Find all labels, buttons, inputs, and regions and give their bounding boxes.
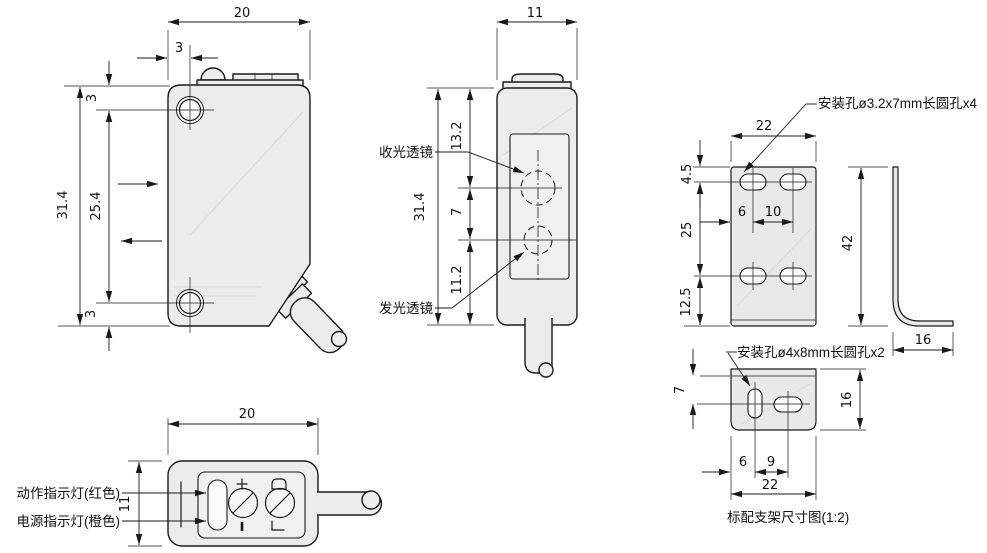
dark-on-mark [271,478,287,490]
label-emitter-lens: 发光透镜 [379,301,433,316]
caption-bracket: 标配支架尺寸图(1:2) [727,510,849,525]
dim-bracket-edge-hole: 6 [738,205,746,220]
bracket-side-profile [892,166,954,327]
side-view: 11 31.4 13.2 7 11.2 收光透镜 发光透镜 [379,6,578,378]
label-power-indicator: 电源指示灯(橙色) [17,513,121,529]
bottom-view: 20 11 动作指示灯(红色) 电源指示灯(橙色) [17,407,383,547]
label-receiver-lens: 收光透镜 [379,145,433,160]
light-on-mark [271,520,285,531]
front-top-button [200,67,226,81]
dim-side-height: 31.4 [413,193,428,222]
dim-bracket-width: 22 [756,119,773,134]
dim-front-height: 31.4 [56,191,71,220]
dim-bracket-row-spacing: 25 [680,222,695,239]
dim-front-hole-offset-x: 3 [175,41,183,56]
dim-side-width: 11 [527,6,544,21]
dim-front-hole-offset-bottom: 3 [84,310,99,318]
bracket-front-view: 安装孔ø3.2x7mm长圆孔x4 22 4.5 25 12.5 6 10 [679,96,978,327]
dim-bracket-depth: 16 [915,333,932,348]
dim-front-hole-offset-top: 3 [85,94,100,102]
front-view: 20 3 31.4 25.4 3 3 [56,6,348,354]
note-bracket-front-holes: 安装孔ø3.2x7mm长圆孔x4 [818,96,978,111]
dim-bracket-height: 42 [841,235,856,252]
bracket-bottom-view: 安装孔ø4x8mm长圆孔x2 7 16 6 9 22 标配支架尺寸图(1:2) [673,345,885,525]
dim-front-width: 20 [234,6,251,21]
dim-bracket-hole-gap: 10 [765,205,782,220]
bracket-bottom-plate [730,368,817,431]
note-bracket-bottom-holes: 安装孔ø4x8mm长圆孔x2 [737,345,885,360]
dim-bb-height: 16 [840,392,855,409]
dim-side-lens-top: 13.2 [450,122,465,151]
dim-bottom-height: 11 [118,496,133,513]
dim-bb-edge-hole: 6 [739,455,747,470]
side-lens-panel [509,133,570,280]
label-operation-indicator: 动作指示灯(红色) [17,485,121,501]
dim-side-lens-bottom: 11.2 [450,266,465,295]
dim-bracket-top: 4.5 [680,164,695,185]
dim-bracket-bottom: 12.5 [679,288,694,317]
bottom-cable-wire-end [361,490,381,510]
dim-bottom-width: 20 [239,407,256,422]
side-cable [524,318,553,374]
bracket-side-view: 42 16 [841,166,954,356]
dim-bb-hole-gap: 9 [767,455,775,470]
sensor-front-body [167,84,311,327]
dim-front-hole-spacing: 25.4 [89,192,104,221]
indicator-window [207,479,228,531]
bracket-plate [730,166,817,327]
dim-bb-top-to-hole: 7 [673,386,688,394]
side-cable-wire-end [538,362,554,378]
side-top-cap [511,73,564,84]
dim-bb-width: 22 [762,478,779,493]
dim-side-lens-gap: 7 [450,208,465,216]
